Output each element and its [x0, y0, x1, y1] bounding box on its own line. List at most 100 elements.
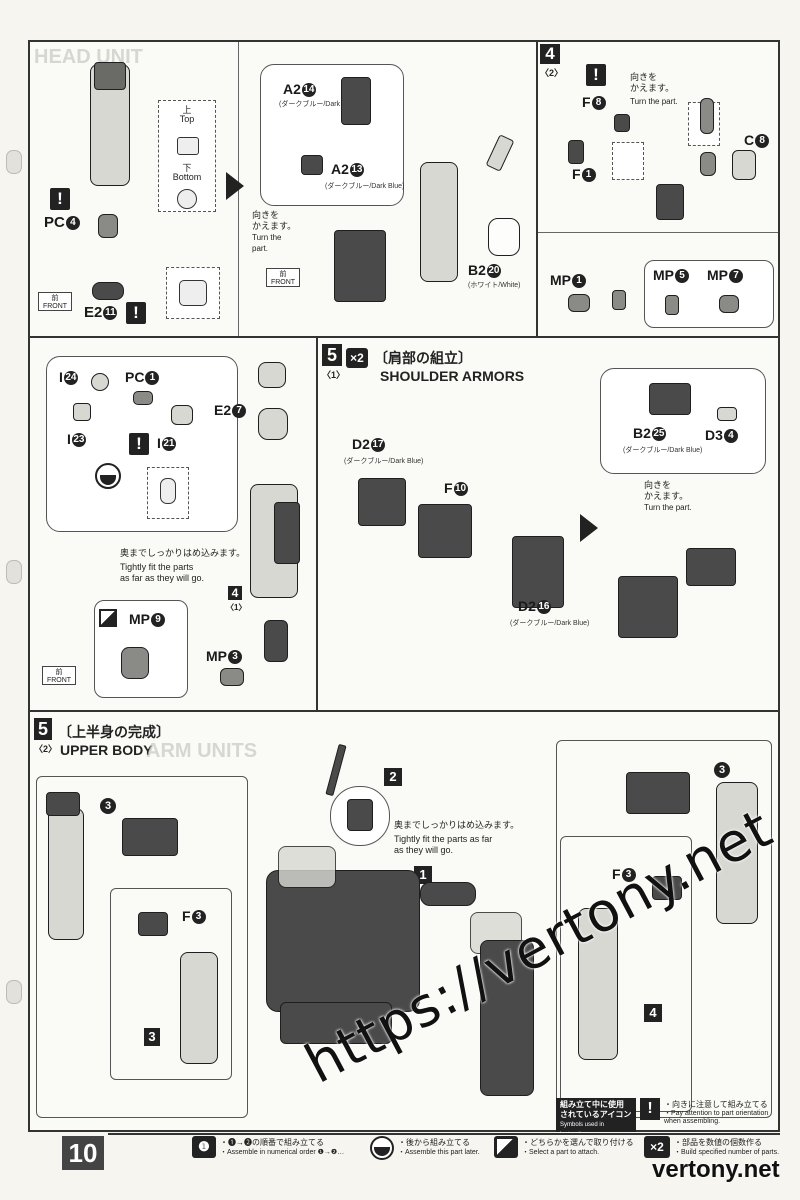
waist-part	[280, 1002, 392, 1044]
left-arm-box	[36, 776, 248, 1118]
footer-rule	[108, 1133, 780, 1135]
page-number: 10	[62, 1136, 104, 1170]
legend-select: ・どちらかを選んで取り付ける ・Select a part to attach.	[522, 1138, 634, 1158]
legend-attention-en: ・Pay attention to part orientation when …	[664, 1110, 769, 1125]
turn-note-jp: 向きを かえます。	[630, 72, 675, 93]
next-arrow-icon	[580, 514, 598, 542]
step-sub: 〈2〉	[540, 68, 564, 78]
a2-13-part	[301, 155, 323, 175]
next-arrow-icon	[226, 172, 244, 200]
icons-title-box: 組み立て中に使用 されているアイコン Symbols used in instr…	[556, 1098, 636, 1138]
mp3-part	[220, 668, 244, 686]
head-part	[347, 799, 373, 831]
orientation-icon	[177, 189, 197, 209]
icons-title-jp: 組み立て中に使用 されているアイコン	[560, 1100, 632, 1119]
shoulder-assembly-part	[618, 576, 678, 638]
part-sub-d2-17: (ダークブルー/Dark Blue)	[344, 458, 424, 465]
select-icon	[494, 1136, 518, 1158]
legend-order: ・❶→❷の順番で組み立てる ・Assemble in numerical ord…	[220, 1138, 344, 1158]
orientation-icon	[177, 137, 199, 155]
finger-part	[700, 98, 714, 134]
e2-11-part	[92, 282, 124, 300]
mp1-part	[568, 294, 590, 312]
upper-arm-armor-part	[274, 502, 300, 564]
legend-multiple-en: ・Build specified number of parts.	[674, 1149, 780, 1156]
detail-box	[612, 142, 644, 180]
left-shoulder-joint-part	[46, 792, 80, 816]
i23-part	[73, 403, 91, 421]
fit-note-en: Tightly fit the parts as far as they wil…	[120, 562, 205, 583]
fit-note-en: Tightly fit the parts as far as they wil…	[394, 834, 493, 855]
legend-order-en: ・Assemble in numerical order ❶→❷…	[220, 1149, 345, 1156]
left-sub-box	[110, 888, 232, 1080]
hand-part	[700, 152, 716, 176]
mp7-part	[719, 295, 739, 313]
d2-17-part	[358, 478, 406, 526]
step-number: 5	[34, 718, 52, 740]
legend-later-jp: ・後から組み立てる	[398, 1138, 470, 1147]
legend-multiple: ・部品を数値の個数作る ・Build specified number of p…	[674, 1138, 779, 1158]
mp-small-part	[612, 290, 626, 310]
binder-hole	[6, 150, 22, 174]
i24-part	[91, 373, 109, 391]
shoulder-part	[686, 548, 736, 586]
pc1-part	[133, 391, 153, 405]
mp9-hand-part	[121, 647, 149, 679]
multiplier-icon: ×2	[644, 1136, 670, 1158]
f1-part	[568, 140, 584, 164]
part-sub-b2-25: (ダークブルー/Dark Blue)	[623, 447, 703, 454]
f8-part	[614, 114, 630, 132]
select-icon	[99, 609, 117, 627]
step-sub: 〈1〉	[322, 370, 346, 380]
marker-3: 3	[714, 762, 730, 778]
marker-2: 2	[384, 768, 402, 786]
step-title-jp: 〔肩部の組立〕	[374, 350, 472, 366]
attention-icon: !	[586, 64, 606, 86]
step-title-en: SHOULDER ARMORS	[380, 368, 525, 384]
legend-attention: ・向きに注意して組み立てる ・Pay attention to part ori…	[664, 1100, 768, 1126]
fit-note-jp: 奥までしっかりはめ込みます。	[394, 820, 520, 830]
step-title-en: UPPER BODY	[60, 742, 153, 758]
hand-part	[264, 620, 288, 662]
pc4-part	[98, 214, 118, 238]
multiplier-badge: ×2	[346, 348, 368, 368]
turn-note-en: Turn the part.	[252, 233, 282, 253]
legend-attention-jp: ・向きに注意して組み立てる	[664, 1100, 768, 1109]
orientation-box: 上 Top 下 Bottom	[158, 100, 216, 212]
attention-icon: !	[126, 302, 146, 324]
i21-part	[171, 405, 193, 425]
f10-part	[418, 504, 472, 558]
f3-right-part	[652, 876, 682, 900]
ghost-title: ARM UNITS	[146, 740, 258, 762]
attention-icon: !	[640, 1098, 660, 1120]
right-arm-part	[716, 782, 758, 924]
marker-3: 3	[100, 798, 116, 814]
part-sub-a2-14: (ダークブルー/Dark Blue)	[279, 101, 359, 108]
head-top-part	[94, 62, 126, 90]
legend-select-en: ・Select a part to attach.	[522, 1149, 600, 1156]
attention-icon: !	[50, 188, 70, 210]
bottom-label-en: Bottom	[172, 172, 202, 182]
mp5-part	[665, 295, 679, 315]
